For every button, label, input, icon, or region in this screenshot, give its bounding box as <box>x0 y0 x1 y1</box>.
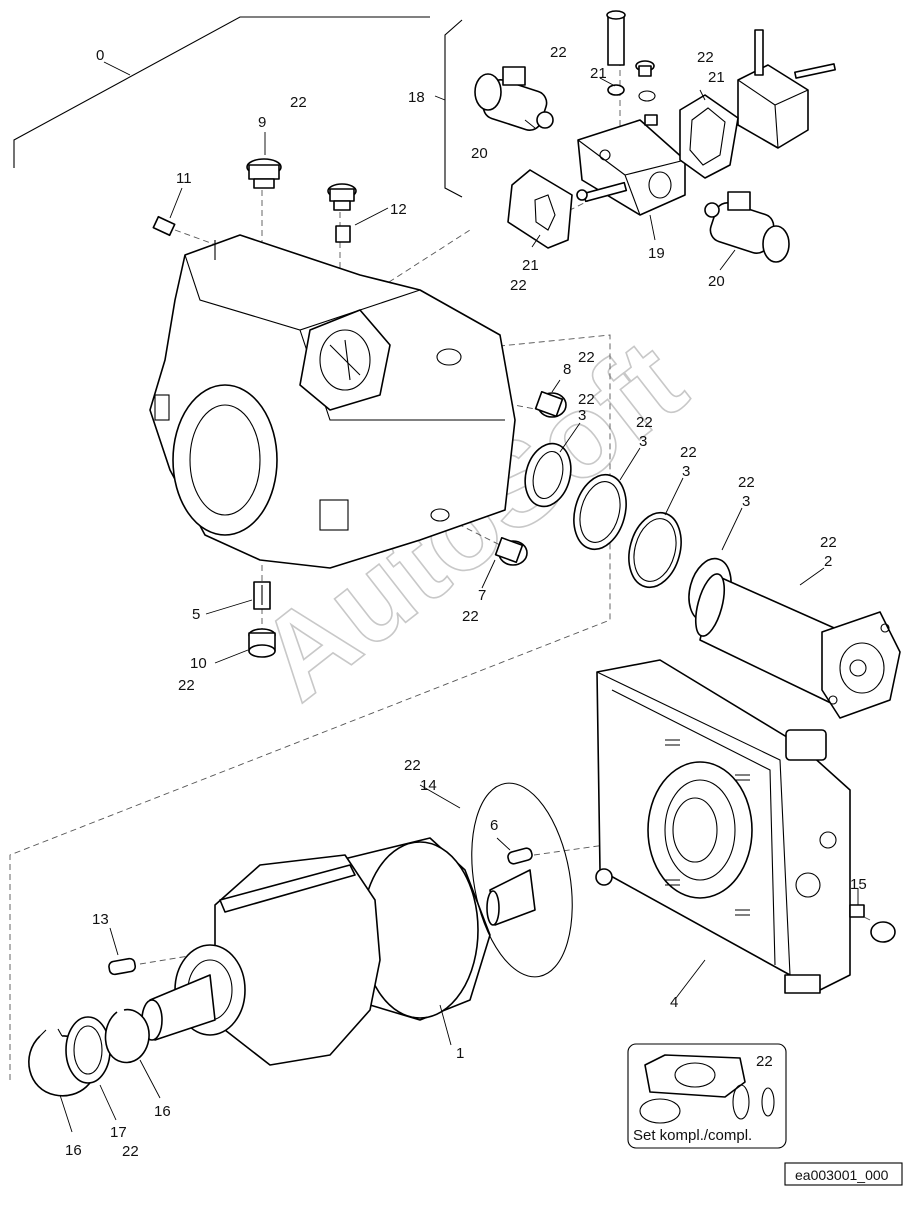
plug-7 <box>494 536 528 566</box>
solenoid-20-upper <box>474 66 554 131</box>
set-screw-11 <box>152 215 176 237</box>
circlip-16-inner <box>104 1008 150 1064</box>
pin-6 <box>507 847 533 865</box>
callout-9: 9 <box>258 114 266 131</box>
plug-15 <box>849 904 896 943</box>
plug-10 <box>248 628 276 658</box>
callout-22: 22 <box>510 277 527 294</box>
callout-4: 4 <box>670 994 678 1011</box>
disc-17 <box>65 1016 111 1084</box>
callout-14: 14 <box>420 777 437 794</box>
callout-22: 22 <box>738 474 755 491</box>
o-ring-14 <box>471 782 573 978</box>
callout-22: 22 <box>404 757 421 774</box>
solenoid-20-lower <box>704 191 790 263</box>
callout-22: 22 <box>550 44 567 61</box>
valve-block-19 <box>576 119 686 216</box>
callout-labels: 0 1 2 3 3 3 3 4 5 6 7 8 9 10 11 12 13 14… <box>65 44 867 1160</box>
callout-22: 22 <box>462 608 479 625</box>
callout-1: 1 <box>456 1045 464 1062</box>
rotating-group-1 <box>141 837 536 1066</box>
callout-8: 8 <box>563 361 571 378</box>
fitting-22-pin <box>606 10 658 126</box>
callout-22: 22 <box>756 1053 773 1070</box>
cylinder-2 <box>694 573 901 719</box>
callout-3: 3 <box>578 407 586 424</box>
gasket-21-lower <box>507 169 573 249</box>
pump-housing <box>149 234 516 569</box>
callout-16: 16 <box>65 1142 82 1159</box>
figure-id-box <box>784 1162 903 1186</box>
callout-22: 22 <box>578 349 595 366</box>
callout-22: 22 <box>290 94 307 111</box>
callout-13: 13 <box>92 911 109 928</box>
callout-21: 21 <box>590 65 607 82</box>
callout-10: 10 <box>190 655 207 672</box>
callout-5: 5 <box>192 606 200 623</box>
callout-20: 20 <box>471 145 488 162</box>
gasket-21-upper <box>679 94 739 179</box>
callout-22: 22 <box>820 534 837 551</box>
cover-plate-upper <box>737 29 836 149</box>
callout-20: 20 <box>708 273 725 290</box>
callout-3: 3 <box>682 463 690 480</box>
callout-12: 12 <box>390 201 407 218</box>
end-plate-4 <box>595 659 851 994</box>
callout-15: 15 <box>850 876 867 893</box>
callout-3: 3 <box>742 493 750 510</box>
callout-22: 22 <box>178 677 195 694</box>
callout-17: 17 <box>110 1124 127 1141</box>
roll-pin-5 <box>253 581 271 610</box>
callout-19: 19 <box>648 245 665 262</box>
assembly-bracket-0 <box>13 16 430 168</box>
callout-11: 11 <box>176 170 192 187</box>
assembly-bracket-18 <box>444 19 463 198</box>
callout-22: 22 <box>697 49 714 66</box>
callout-22: 22 <box>578 391 595 408</box>
callout-22: 22 <box>636 414 653 431</box>
callout-7: 7 <box>478 587 486 604</box>
plug-12 <box>327 183 357 243</box>
plug-8 <box>534 390 567 418</box>
callout-21: 21 <box>522 257 539 274</box>
seal-kit-box <box>627 1043 787 1149</box>
callout-16: 16 <box>154 1103 171 1120</box>
seal-kit-label: Set kompl./compl. <box>633 1127 752 1144</box>
callout-6: 6 <box>490 817 498 834</box>
callout-3: 3 <box>639 433 647 450</box>
figure-id: ea003001_000 <box>795 1167 889 1183</box>
callout-0: 0 <box>96 47 104 64</box>
callout-22: 22 <box>122 1143 139 1160</box>
callout-22: 22 <box>680 444 697 461</box>
callout-leaders <box>59 61 859 1133</box>
plug-9 <box>246 158 282 189</box>
pin-13 <box>108 957 137 976</box>
callout-2: 2 <box>824 553 832 570</box>
callout-21: 21 <box>708 69 725 86</box>
callout-18: 18 <box>408 89 425 106</box>
